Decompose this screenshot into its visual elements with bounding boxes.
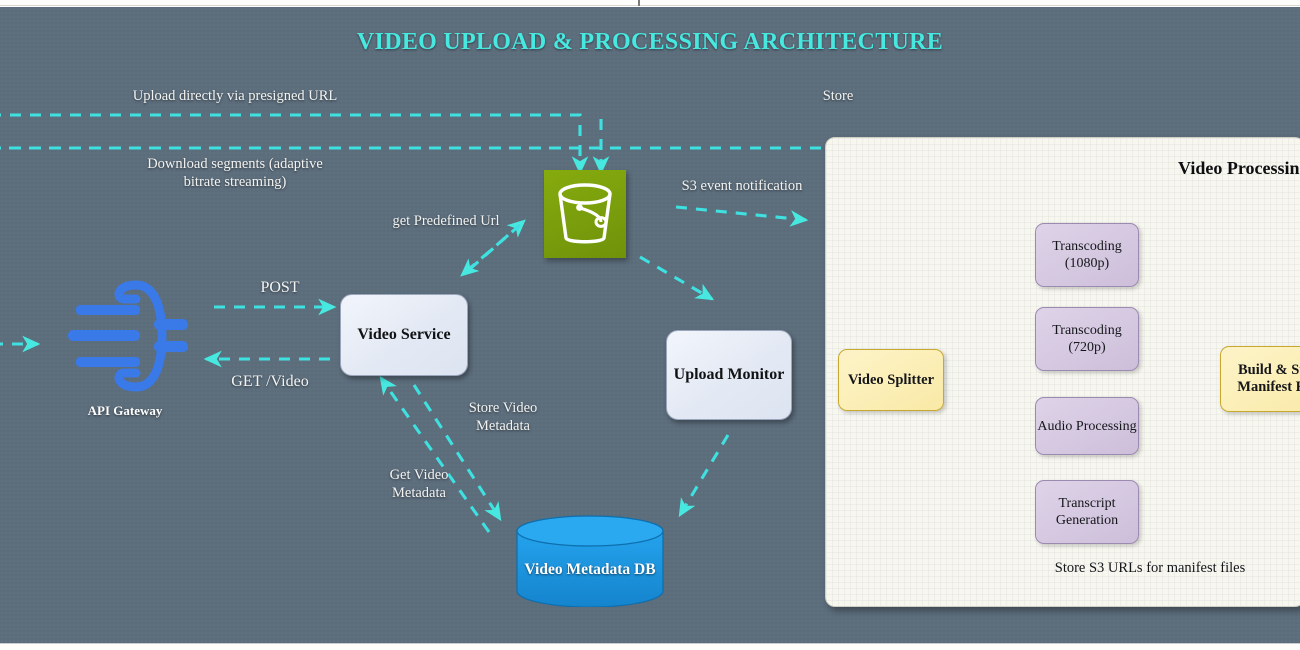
task-label: Transcript Generation (1055, 496, 1119, 528)
task-label: Transcoding (1080p) (1052, 239, 1122, 271)
api-gateway-label: API Gateway (87, 403, 163, 418)
edge-upload-monitor-to-db (678, 434, 730, 518)
label-get-video-metadata: Get Video Metadata (389, 467, 449, 501)
video-processing-service-panel: Video Processing Service (825, 137, 1300, 607)
panel-caption: Store S3 URLs for manifest files (1054, 560, 1246, 576)
page-title: VIDEO UPLOAD & PROCESSING ARCHITECTURE (356, 29, 944, 55)
build-store-manifest-node[interactable]: Build & Store Manifest Files (1220, 346, 1300, 412)
browser-top-strip (0, 0, 1300, 6)
api-gateway-icon (58, 275, 190, 397)
label-store-video-metadata: Store Video Metadata (468, 400, 538, 434)
video-splitter-label: Video Splitter (847, 371, 935, 388)
browser-bottom-strip (0, 643, 1300, 650)
label-post: POST (260, 279, 300, 296)
task-label: Audio Processing (1037, 418, 1137, 434)
label-s3-event-notification: S3 event notification (681, 178, 803, 194)
label-store: Store (822, 88, 854, 104)
database-cylinder-icon[interactable] (514, 515, 666, 608)
task-transcoding-720p[interactable]: Transcoding (720p) (1035, 307, 1139, 371)
task-label: Transcoding (720p) (1052, 323, 1122, 355)
label-upload-presigned: Upload directly via presigned URL (132, 88, 338, 104)
task-audio-processing[interactable]: Audio Processing (1035, 397, 1139, 455)
panel-title: Video Processing Service (1178, 158, 1300, 178)
task-transcript-generation[interactable]: Transcript Generation (1035, 480, 1139, 544)
s3-bucket-icon[interactable] (544, 170, 626, 258)
edge-bucket-to-upload-monitor (639, 255, 715, 301)
edge-get-predefined-url-down (460, 223, 522, 277)
task-transcoding-1080p[interactable]: Transcoding (1080p) (1035, 223, 1139, 287)
video-splitter-node[interactable]: Video Splitter (838, 349, 944, 411)
label-download-segments: Download segments (adaptive bitrate stre… (147, 156, 323, 190)
upload-monitor-label: Upload Monitor (673, 366, 785, 383)
upload-monitor-node[interactable]: Upload Monitor (666, 330, 792, 420)
build-store-manifest-label: Build & Store Manifest Files (1237, 362, 1300, 395)
label-get-predefined-url: get Predefined Url (392, 213, 500, 229)
diagram-canvas: VIDEO UPLOAD & PROCESSING ARCHITECTURE (0, 7, 1300, 643)
label-get-video: GET /Video (231, 373, 309, 390)
video-service-label: Video Service (357, 326, 451, 343)
video-service-node[interactable]: Video Service (340, 294, 468, 376)
top-strip-marker (638, 0, 640, 6)
edge-s3-event-notification (675, 205, 809, 227)
